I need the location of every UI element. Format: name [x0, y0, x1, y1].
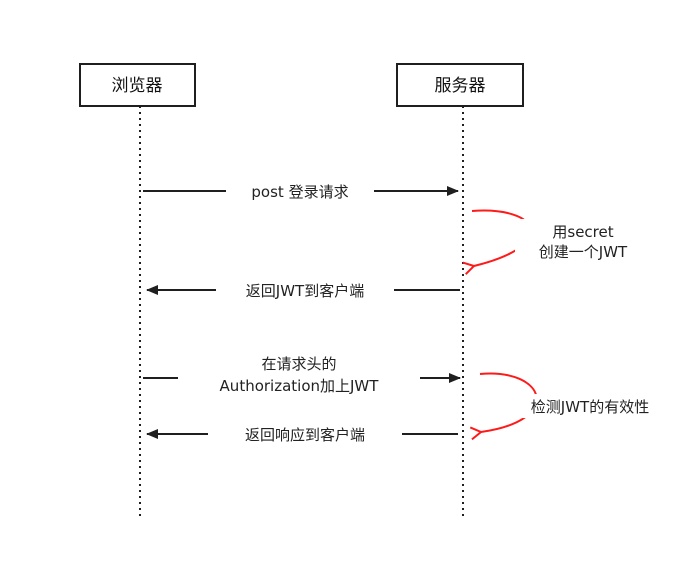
- return-jwt-label: 返回JWT到客户端: [246, 282, 364, 300]
- create-jwt-label-line1: 用secret: [552, 223, 613, 241]
- return-response-label: 返回响应到客户端: [245, 426, 365, 444]
- verify-jwt-label: 检测JWT的有效性: [531, 398, 649, 416]
- server-participant: 服务器: [396, 63, 524, 107]
- browser-label: 浏览器: [112, 76, 163, 96]
- auth-header-label-line1: 在请求头的: [261, 355, 336, 373]
- auth-header-label-line2: Authorization加上JWT: [220, 377, 380, 395]
- create-jwt-label-line2: 创建一个JWT: [539, 243, 628, 261]
- browser-participant: 浏览器: [79, 63, 196, 107]
- post-login-label: post 登录请求: [251, 183, 348, 201]
- server-label: 服务器: [435, 76, 486, 96]
